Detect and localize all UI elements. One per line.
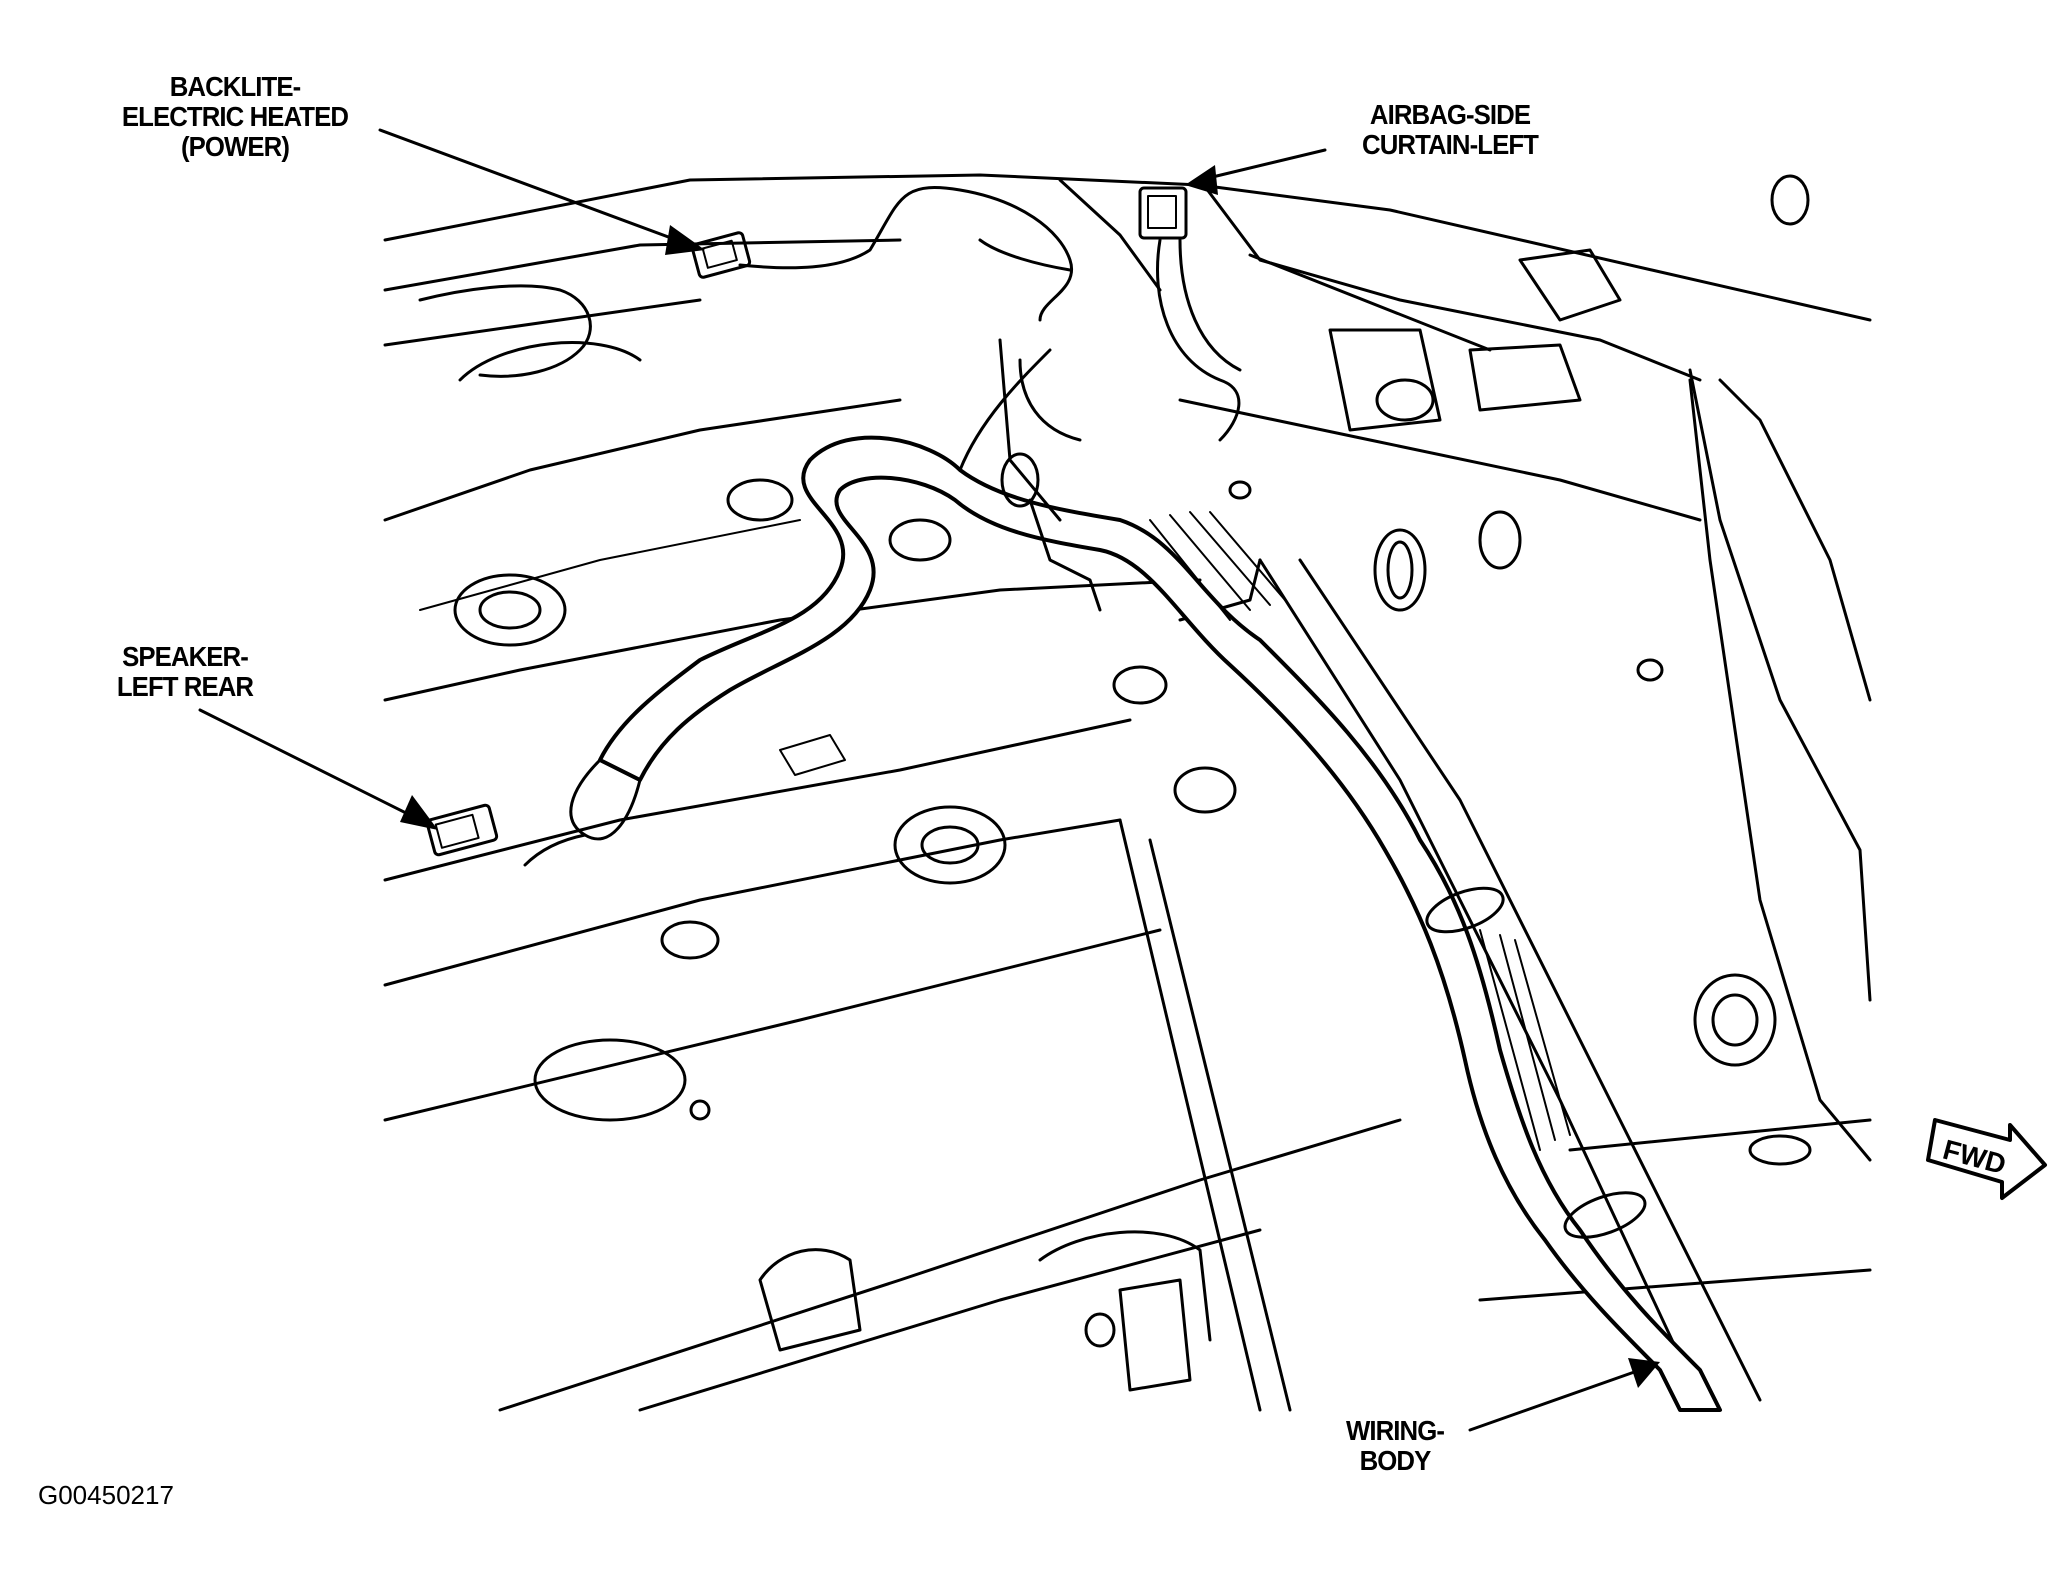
connector-speaker — [425, 803, 499, 857]
callout-airbag: AIRBAG-SIDE CURTAIN-LEFT — [1330, 100, 1569, 160]
connector-backlite — [690, 231, 752, 279]
callout-airbag-line2: CURTAIN-LEFT — [1362, 129, 1539, 160]
callout-speaker: SPEAKER- LEFT REAR — [79, 642, 291, 702]
callout-speaker-line2: LEFT REAR — [116, 671, 254, 702]
callout-airbag-line1: AIRBAG-SIDE — [1369, 99, 1531, 130]
callout-backlite-line1: BACKLITE- — [169, 71, 301, 102]
connector-airbag — [1138, 186, 1188, 240]
callout-wiring-line2: BODY — [1359, 1445, 1432, 1476]
rear-panel-linework — [383, 173, 1872, 1412]
forward-direction-arrow: FWD — [1926, 1118, 2047, 1200]
panel-holes — [453, 174, 1812, 1348]
callout-speaker-line1: SPEAKER- — [122, 641, 249, 672]
callout-wiring-line1: WIRING- — [1345, 1415, 1445, 1446]
callout-wiring: WIRING- BODY — [1317, 1416, 1473, 1476]
callout-arrows — [198, 128, 1660, 1432]
wiring-body-harness — [523, 186, 1722, 1412]
callout-backlite: BACKLITE- ELECTRIC HEATED (POWER) — [83, 72, 387, 162]
callout-backlite-line3: (POWER) — [180, 131, 290, 162]
callout-backlite-line2: ELECTRIC HEATED — [121, 101, 349, 132]
figure-id: G00450217 — [38, 1480, 174, 1510]
